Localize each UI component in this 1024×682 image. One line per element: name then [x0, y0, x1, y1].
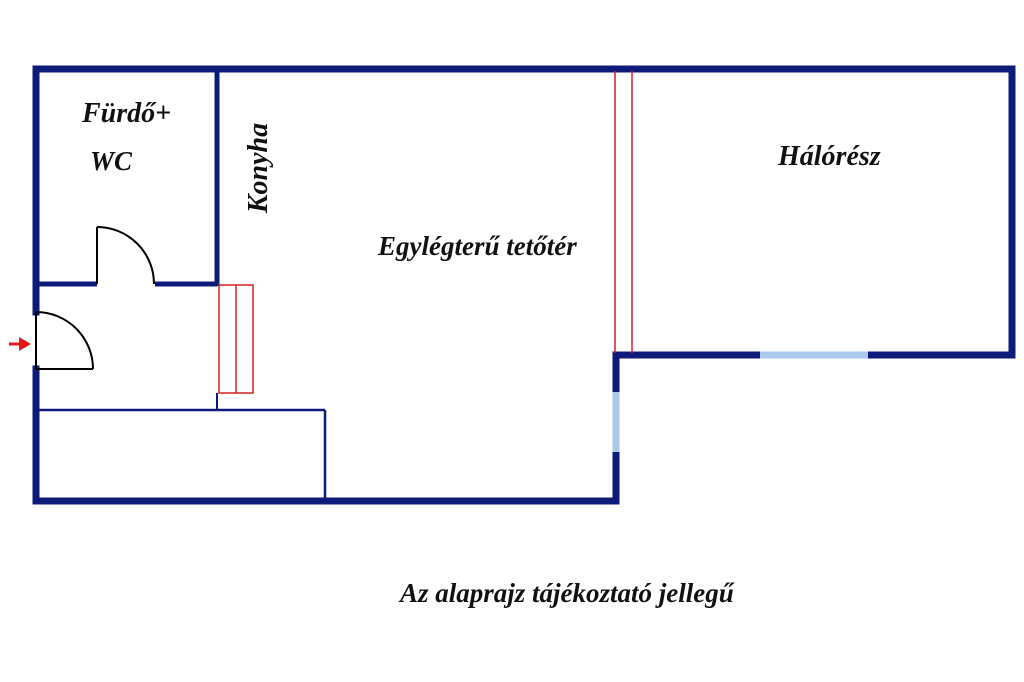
outer-walls [32, 65, 1016, 505]
windows [612, 351, 868, 452]
roof-beam [614, 71, 633, 353]
bathroom-label: Fürdő+ [82, 98, 172, 129]
door-swing-icon [96, 226, 155, 285]
studio-label: Egylégterű tetőtér [378, 231, 577, 261]
entrance-door-icon [35, 311, 94, 370]
kitchen-label: Konyha [243, 122, 274, 214]
stairs-icon [218, 284, 254, 394]
bedroom-label: Hálórész [778, 141, 881, 172]
wc-label: WC [90, 146, 133, 176]
disclaimer-text: Az alaprajz tájékoztató jellegű [400, 578, 734, 608]
entrance-arrow-icon [9, 337, 31, 351]
interior-walls [36, 69, 327, 500]
